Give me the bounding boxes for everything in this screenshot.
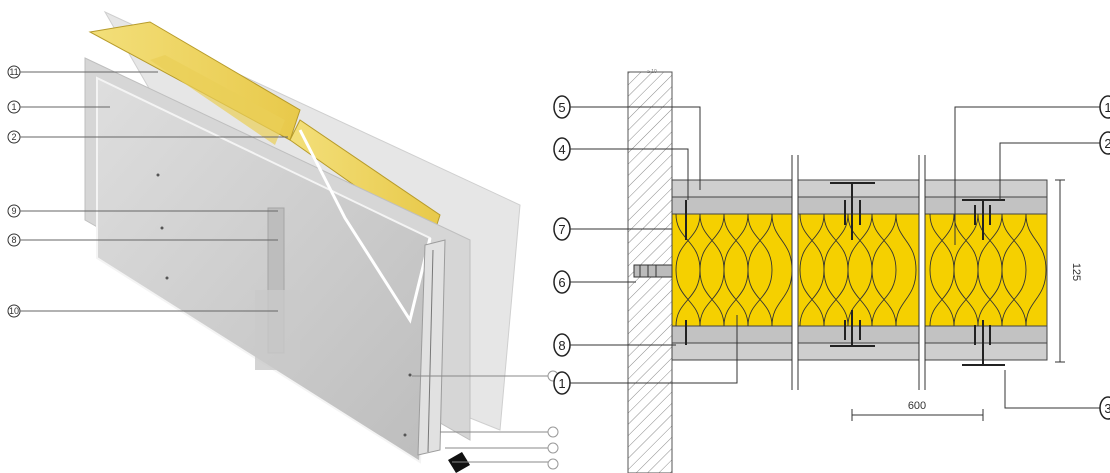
callout-8: 8 (7, 233, 278, 247)
insulation-core (671, 213, 1048, 327)
section-callout-6: 6 (553, 270, 636, 294)
front-board (96, 76, 432, 464)
callout-label: 2 (11, 132, 16, 142)
dimension-spacing: 600 (851, 400, 984, 421)
callout-label: 9 (11, 206, 16, 216)
dimension-thickness: 125 (1055, 179, 1082, 363)
callout-9: 9 (7, 204, 278, 218)
section-callout-7: 7 (553, 217, 672, 241)
callout-2: 2 (7, 130, 288, 144)
top-note: ≥ 10 (647, 69, 657, 75)
section-callouts-left: 5 4 7 6 8 1 (553, 95, 738, 395)
callout-label: 11 (9, 67, 18, 77)
section-callouts-right: 1 2 3 (1099, 95, 1110, 420)
wall-3d-illustration (84, 10, 521, 473)
callout-label: 4 (558, 142, 565, 157)
section-callout-right-1: 1 (1099, 95, 1110, 119)
section-callout-4: 4 (553, 137, 689, 200)
section-callout-right-3: 3 (1099, 396, 1110, 420)
wall-section-drawing: ≥ 10 (627, 69, 1100, 473)
break-lines (792, 170, 925, 375)
section-callout-8: 8 (553, 333, 676, 357)
section-callout-right-2: 2 (1099, 131, 1110, 155)
insulation-strip-mid (150, 55, 285, 145)
callout-10: 10 (7, 304, 278, 318)
callout-label: 6 (558, 275, 565, 290)
callout-label: 5 (558, 100, 565, 115)
board-bottom-outer (671, 342, 1048, 361)
callout-label: 10 (9, 306, 19, 316)
callout-1: 1 (7, 100, 110, 114)
callout-label: 8 (558, 338, 565, 353)
section-callout-1: 1 (553, 315, 738, 395)
callout-label: 1 (558, 376, 565, 391)
callout-label: 2 (1104, 136, 1110, 151)
stud-base (255, 290, 300, 370)
dimension-spacing-label: 600 (908, 400, 926, 412)
insulation-pattern (675, 213, 1047, 327)
section-callout-5: 5 (553, 95, 701, 190)
edge-profile (417, 239, 446, 456)
left-callouts: 11 1 2 9 8 10 (7, 65, 559, 470)
callout-11: 11 (7, 65, 158, 79)
callout-label: 1 (11, 102, 16, 112)
dimension-thickness-label: 125 (1070, 263, 1082, 281)
callout-label: 3 (1104, 401, 1110, 416)
callout-label: 7 (558, 222, 565, 237)
studs (685, 182, 1005, 366)
cutaway-edge (298, 129, 432, 324)
callout-label: 1 (1104, 100, 1110, 115)
wall-anchor (633, 264, 673, 278)
callout-label: 8 (11, 235, 16, 245)
